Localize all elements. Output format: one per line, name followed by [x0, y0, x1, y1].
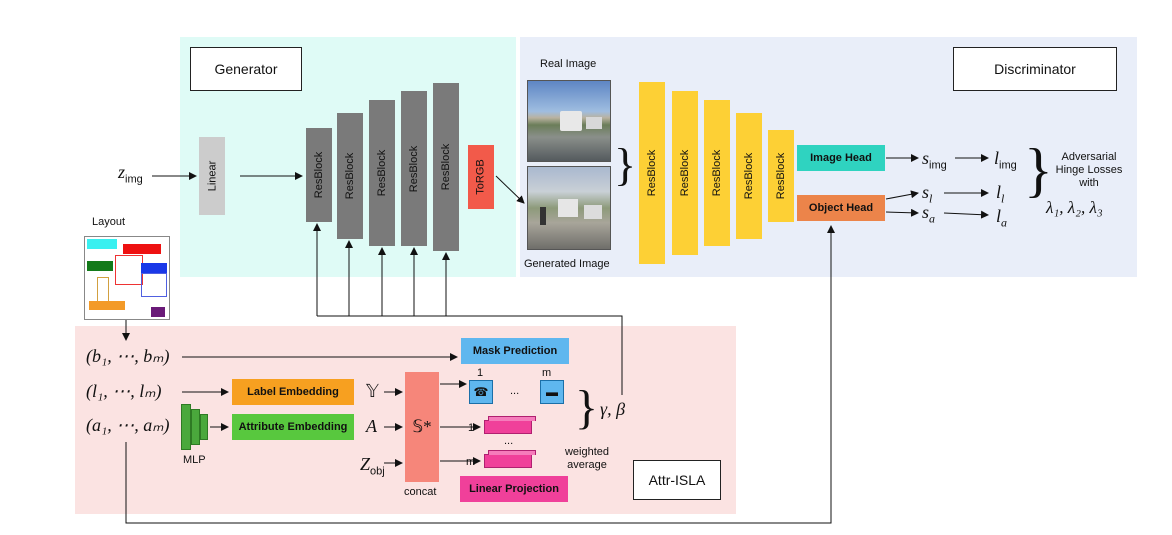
A-symbol: A	[366, 416, 377, 436]
s-a-sub: a	[929, 211, 936, 226]
s-img-letter: s	[922, 148, 930, 168]
proj-index-1: 1	[468, 422, 475, 434]
generated-image-label: Generated Image	[524, 258, 610, 270]
gen-resblock-4: ResBlock	[401, 91, 427, 246]
z-img-letter: z	[118, 162, 126, 182]
l-tuple: (l₁, ⋯, lₘ)	[86, 381, 162, 401]
torgb-block: ToRGB	[468, 145, 494, 209]
layout-thumbnail	[84, 236, 170, 320]
mask-prediction: Mask Prediction	[461, 338, 569, 364]
losses-brace: }	[1024, 137, 1053, 203]
gen-resblock-3: ResBlock	[369, 100, 395, 246]
S-star-symbol: 𝕊*	[412, 417, 432, 436]
loss-text-2: Hinge Losses	[1055, 164, 1123, 176]
discriminator-title: Discriminator	[953, 47, 1117, 91]
l-a-letter: l	[996, 206, 1002, 226]
gen-resblock-2: ResBlock	[337, 113, 363, 239]
a-tuple: (a₁, ⋯, aₘ)	[86, 415, 170, 435]
proj-bar-1	[484, 416, 538, 434]
linear-block: Linear	[199, 137, 225, 215]
z-img-symbol: zimg	[118, 162, 143, 186]
mask-tile-m: ▬	[540, 380, 564, 404]
attr-isla-title: Attr-ISLA	[633, 460, 721, 500]
Z-obj-sub: obj	[370, 465, 385, 478]
weighted-average: weighted average	[564, 446, 610, 472]
generator-title: Generator	[190, 47, 302, 91]
gamma-beta-brace: }	[575, 381, 599, 434]
linear-projection: Linear Projection	[460, 476, 568, 502]
attribute-embedding: Attribute Embedding	[232, 414, 354, 440]
arrow-a-to-objecthead	[125, 225, 835, 524]
l-a: la	[996, 206, 1007, 231]
lambdas: λ₁, λ₂, λ₃	[1046, 198, 1103, 217]
generated-image	[527, 166, 611, 250]
real-image	[527, 80, 611, 162]
concat-label: concat	[404, 486, 437, 498]
images-brace: }	[614, 139, 637, 190]
Z-obj-letter: Z	[360, 454, 371, 474]
z-img-sub: img	[125, 173, 143, 186]
l-img-letter: l	[994, 148, 1000, 168]
l-img: limg	[994, 148, 1017, 172]
arrow-objhead-to-sl	[885, 190, 919, 200]
label-embedding: Label Embedding	[232, 379, 354, 405]
s-a-letter: s	[922, 202, 930, 222]
disc-resblock-1: ResBlock	[639, 82, 665, 264]
arrow-objhead-to-sa	[885, 208, 919, 217]
mlp-icon	[181, 404, 213, 450]
disc-resblock-4: ResBlock	[736, 113, 762, 239]
mask-tile-1: ☎	[469, 380, 493, 404]
gamma-beta: γ, β	[600, 399, 626, 419]
gen-resblock-5: ResBlock	[433, 83, 459, 251]
proj-index-m: m	[466, 456, 476, 468]
concat-block: 𝕊*	[405, 372, 439, 482]
mask-index-1: 1	[477, 367, 484, 379]
Z-obj: Zobj	[360, 454, 385, 478]
s-l-letter: s	[922, 182, 930, 202]
l-l-letter: l	[996, 182, 1002, 202]
gen-resblock-1: ResBlock	[306, 128, 332, 222]
s-l-sub: l	[929, 191, 933, 206]
disc-resblock-2: ResBlock	[672, 91, 698, 255]
s-l: sl	[922, 182, 932, 207]
l-a-sub: a	[1001, 215, 1008, 230]
s-a: sa	[922, 202, 935, 227]
s-img-sub: img	[929, 159, 947, 172]
loss-text-1: Adversarial	[1061, 151, 1117, 163]
Y-symbol: 𝕐	[366, 381, 379, 401]
weighted-label: weighted	[564, 446, 610, 458]
line-gamma-up	[317, 315, 623, 395]
arrow-torgb-to-images	[495, 175, 525, 204]
disc-resblock-5: ResBlock	[768, 130, 794, 222]
proj-bar-m	[484, 450, 538, 468]
losses-text: Adversarial Hinge Losses with	[1046, 151, 1132, 190]
b-tuple: (b₁, ⋯, bₘ)	[86, 346, 170, 366]
average-label: average	[567, 459, 607, 471]
object-head: Object Head	[797, 195, 885, 221]
image-head: Image Head	[797, 145, 885, 171]
mask-dots: ...	[510, 385, 520, 397]
layout-title: Layout	[92, 216, 126, 228]
l-l: ll	[996, 182, 1004, 207]
l-l-sub: l	[1001, 191, 1005, 206]
mlp-label: MLP	[183, 454, 206, 466]
arrow-sa-to-la	[943, 210, 989, 219]
s-img: simg	[922, 148, 947, 172]
real-image-label: Real Image	[540, 58, 597, 70]
mask-index-m: m	[542, 367, 552, 379]
loss-text-3: with	[1079, 177, 1099, 189]
l-img-sub: img	[999, 159, 1017, 172]
disc-resblock-3: ResBlock	[704, 100, 730, 246]
proj-dots: ...	[504, 435, 514, 447]
